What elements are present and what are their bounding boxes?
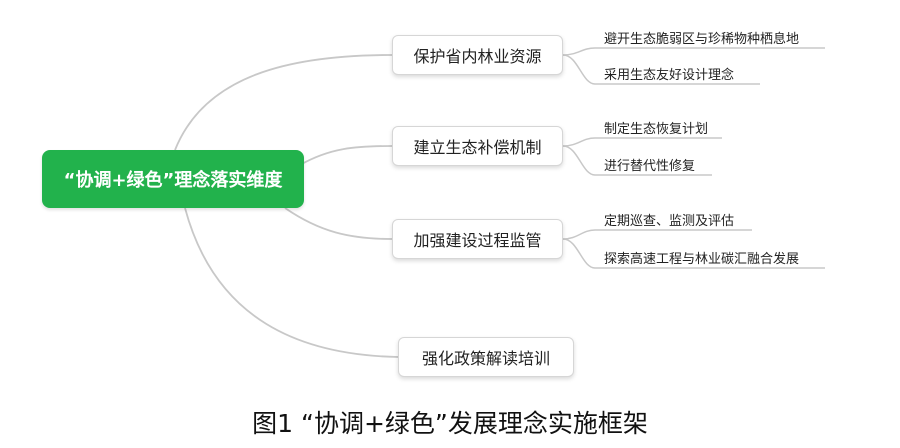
leaf-node: 避开生态脆弱区与珍稀物种栖息地 <box>604 32 800 47</box>
connector-branch2-leaf2 <box>562 145 712 176</box>
connector-branch3-leaf1 <box>562 229 752 240</box>
connector-root-branch-3 <box>284 207 393 240</box>
leaf-node: 制定生态恢复计划 <box>604 122 709 137</box>
connector-root-branch-4 <box>184 207 399 358</box>
root-node: “协调+绿色”理念落实维度 <box>42 150 304 208</box>
branch-node-eco-compensation: 建立生态补偿机制 <box>392 126 563 166</box>
leaf-node: 定期巡查、监测及评估 <box>604 214 735 229</box>
connector-branch1-leaf1 <box>562 47 825 56</box>
leaf-node: 采用生态友好设计理念 <box>604 68 735 83</box>
connector-branch1-leaf2 <box>562 54 760 85</box>
leaf-node: 进行替代性修复 <box>604 159 696 174</box>
connector-root-branch-1 <box>174 54 393 151</box>
branch-node-forest-resources: 保护省内林业资源 <box>392 35 563 75</box>
connector-branch2-leaf1 <box>562 137 722 147</box>
connector-branch3-leaf2 <box>562 238 825 269</box>
branch-node-policy-training: 强化政策解读培训 <box>398 337 574 377</box>
branch-node-construction-supervision: 加强建设过程监管 <box>392 219 563 259</box>
figure-caption: 图1 “协调+绿色”发展理念实施框架 <box>252 409 648 438</box>
connector-root-branch-2 <box>299 145 393 166</box>
leaf-node: 探索高速工程与林业碳汇融合发展 <box>604 252 800 267</box>
